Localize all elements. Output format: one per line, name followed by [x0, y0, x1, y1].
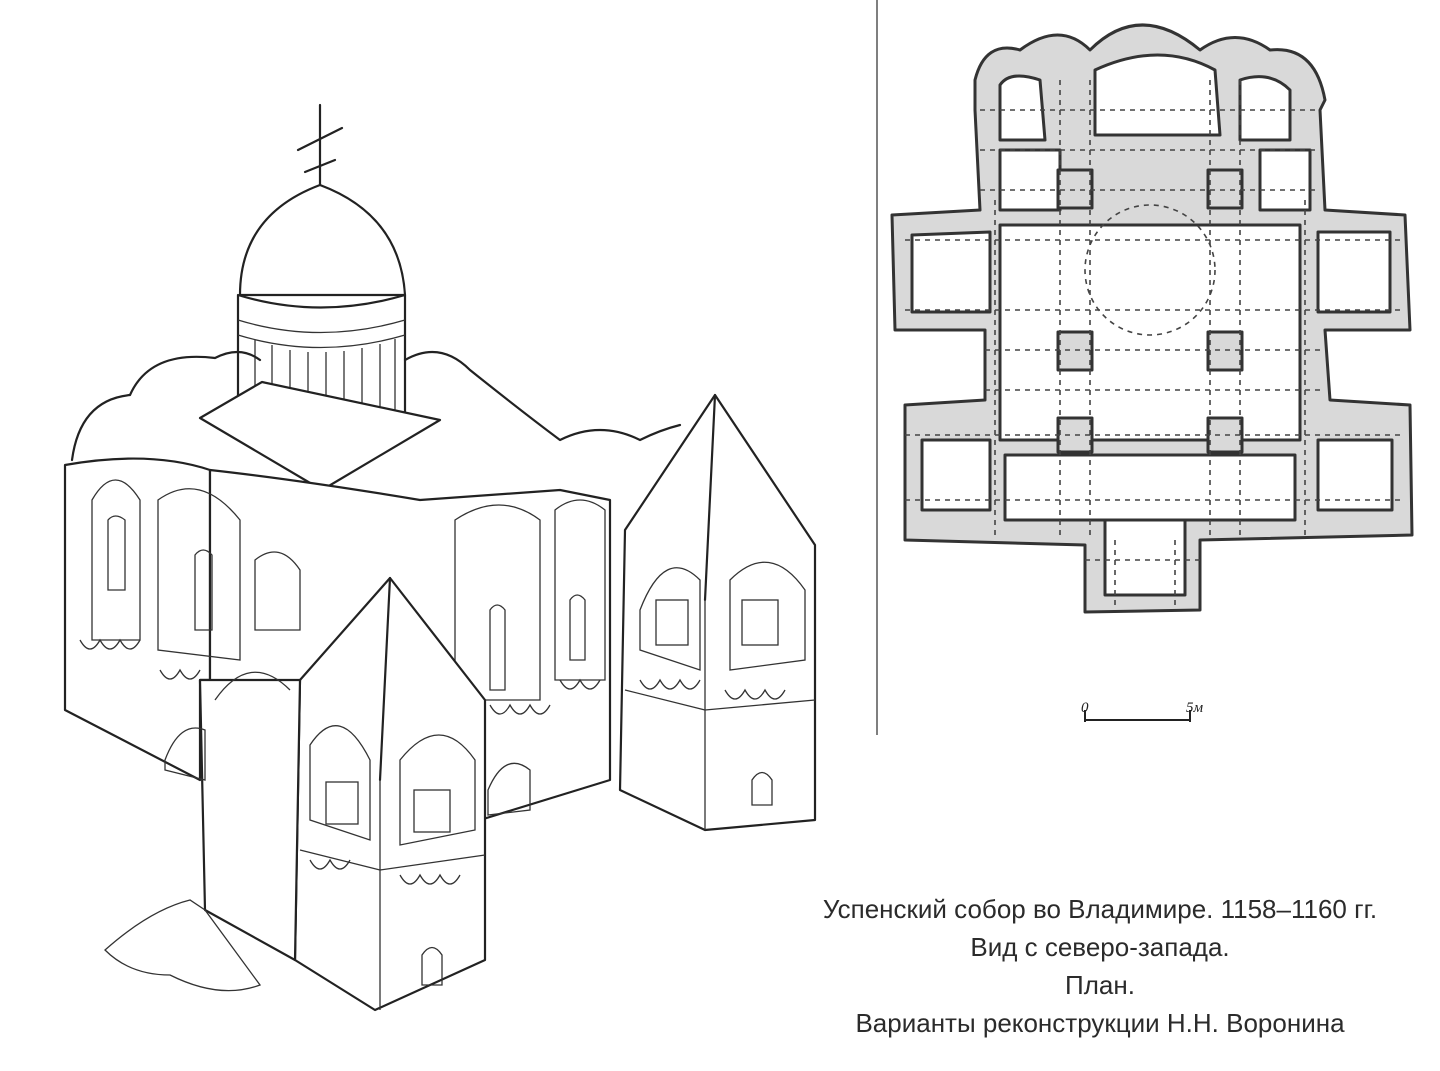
- cathedral-axonometric-drawing: [63, 103, 817, 1012]
- plan-vault-lines: [905, 80, 1405, 610]
- scale-end-label: 5м: [1186, 700, 1204, 716]
- caption-view: Вид с северо-запада.: [970, 932, 1230, 962]
- plan-outer-wall: [890, 23, 1414, 614]
- roof-zakomaras: [70, 350, 682, 462]
- scale-start-label: 0: [1081, 700, 1089, 716]
- main-facade-arches: [91, 479, 606, 701]
- caption: Успенский собор во Владимире. 1158–1160 …: [760, 890, 1440, 1042]
- drum-base: [198, 380, 442, 492]
- plan-dome-circle: [1084, 204, 1216, 336]
- caption-author: Варианты реконструкции Н.Н. Воронина: [855, 1008, 1345, 1038]
- arcature-belts: [79, 638, 786, 885]
- west-porch: [198, 678, 302, 962]
- scale-bar: 0 5м: [1081, 700, 1204, 722]
- portals: [164, 727, 773, 986]
- ground-outline: [104, 899, 262, 992]
- caption-plan: План.: [1065, 970, 1135, 1000]
- onion-dome: [238, 183, 407, 297]
- caption-title: Успенский собор во Владимире. 1158–1160 …: [822, 894, 1378, 924]
